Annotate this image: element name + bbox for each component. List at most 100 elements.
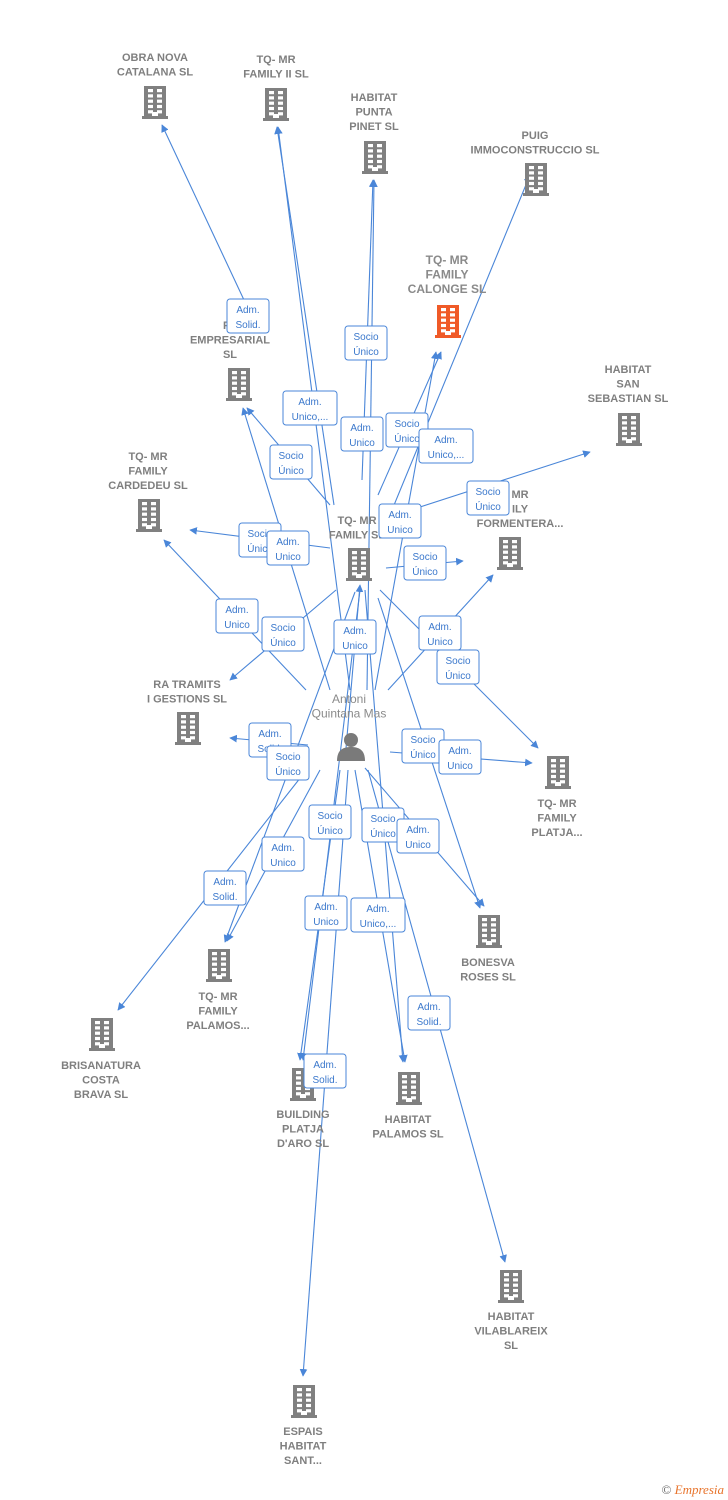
relation-label-text: Adm.: [350, 423, 373, 434]
building-icon-hub[interactable]: [346, 548, 372, 581]
relation-label-text: Solid.: [312, 1075, 337, 1086]
relation-label[interactable]: Adm.Unico: [266, 530, 310, 566]
company-label-platja-line: TQ- MR: [537, 798, 576, 810]
building-icon-cardedeu[interactable]: [136, 499, 162, 532]
relation-label-text: Unico,...: [428, 450, 465, 461]
company-label-hpalamos-line: PALAMOS SL: [372, 1129, 444, 1141]
company-label-brisa-line: BRISANATURA: [61, 1060, 141, 1072]
relation-label[interactable]: Adm.Unico: [396, 818, 440, 854]
relation-label[interactable]: Adm.Unico: [378, 503, 422, 539]
building-icon-hpalamos[interactable]: [396, 1072, 422, 1105]
relation-label[interactable]: Adm.Unico,...: [418, 428, 474, 464]
relation-label[interactable]: Adm.Unico: [418, 615, 462, 651]
relation-label-text: Adm.: [225, 605, 248, 616]
company-label-espais-line: HABITAT: [280, 1441, 327, 1453]
relation-label-text: Unico: [224, 620, 250, 631]
company-label-espais: ESPAIS HABITAT SANT...: [280, 1426, 327, 1467]
building-icon-punta[interactable]: [362, 141, 388, 174]
relation-label-text: Adm.: [271, 843, 294, 854]
relation-label[interactable]: Adm.Solid.: [407, 995, 451, 1031]
company-label-palamos_f-line: TQ- MR: [198, 991, 237, 1003]
company-label-tramits-line: I GESTIONS SL: [147, 694, 227, 706]
edge-obra: [161, 124, 245, 301]
relation-label-text: Único: [270, 636, 296, 649]
relation-label-text: Unico,...: [360, 919, 397, 930]
company-label-espais-line: ESPAIS: [283, 1426, 323, 1438]
relation-label-text: Único: [317, 824, 343, 837]
relation-label-text: Adm.: [343, 626, 366, 637]
edge-puig: [391, 174, 531, 511]
building-icon-bonesva[interactable]: [476, 915, 502, 948]
company-label-sebastian-line: HABITAT: [605, 364, 652, 376]
building-icon-espais[interactable]: [291, 1385, 317, 1418]
relation-label[interactable]: Adm. Unico: [215, 598, 259, 634]
relation-label-text: Socio: [394, 419, 419, 430]
person-icon[interactable]: [337, 733, 365, 761]
relation-label-text: Adm.: [314, 902, 337, 913]
relation-label[interactable]: Adm.Unico,...: [350, 897, 406, 933]
relation-label-text: Adm.: [298, 397, 321, 408]
company-label-calonge-line: CALONGE SL: [408, 282, 487, 296]
relation-label[interactable]: Adm.Solid.: [303, 1053, 347, 1089]
building-icon-puig[interactable]: [523, 163, 549, 196]
relation-label[interactable]: Adm.Solid.: [226, 298, 270, 334]
relation-label[interactable]: Adm.Unico,...: [282, 390, 338, 426]
company-label-formentera-line: ILY: [512, 504, 529, 516]
relation-label-text: Único: [278, 464, 304, 477]
relation-label-text: Adm.: [428, 622, 451, 633]
building-icon-sebastian[interactable]: [616, 413, 642, 446]
relation-label[interactable]: Adm.Unico: [333, 619, 377, 655]
brand-logo[interactable]: Empresia: [674, 1482, 724, 1497]
company-label-family2-line: FAMILY II SL: [243, 69, 309, 81]
relation-label-text: Socio: [278, 451, 303, 462]
building-icon-calonge[interactable]: [435, 305, 461, 338]
relation-label[interactable]: Adm.Unico: [340, 416, 384, 452]
relation-label[interactable]: Adm. Unico: [261, 836, 305, 872]
relation-label-text: Socio: [412, 552, 437, 563]
relation-label[interactable]: Adm.Unico: [304, 895, 348, 931]
building-icon-palamos_f[interactable]: [206, 949, 232, 982]
relation-label[interactable]: Adm.Solid.: [203, 870, 247, 906]
company-label-punta-line: PUNTA: [355, 107, 392, 119]
building-icon-obra[interactable]: [142, 86, 168, 119]
building-icon-brisa[interactable]: [89, 1018, 115, 1051]
company-label-espais-line: SANT...: [284, 1455, 322, 1467]
building-icon-platja[interactable]: [545, 756, 571, 789]
company-label-palamos_f-line: FAMILY: [198, 1006, 238, 1018]
building-icon-family2[interactable]: [263, 88, 289, 121]
relation-label[interactable]: Adm.Unico: [438, 739, 482, 775]
company-label-calonge-line: FAMILY: [426, 268, 469, 282]
relation-label-text: Unico: [270, 858, 296, 869]
building-icon-vilab[interactable]: [498, 1270, 524, 1303]
building-icon-formentera[interactable]: [497, 537, 523, 570]
company-label-platja-line: FAMILY: [537, 813, 577, 825]
relation-label-text: Socio: [247, 529, 272, 540]
company-label-sebastian-line: SEBASTIAN SL: [588, 393, 669, 405]
relation-label-text: Socio: [317, 811, 342, 822]
company-label-bonesva-line: ROSES SL: [460, 972, 516, 984]
company-label-cardedeu-line: TQ- MR: [128, 451, 167, 463]
building-icon-tramits[interactable]: [175, 712, 201, 745]
relation-label-text: Único: [353, 345, 379, 358]
building-icon-empresarial[interactable]: [226, 368, 252, 401]
